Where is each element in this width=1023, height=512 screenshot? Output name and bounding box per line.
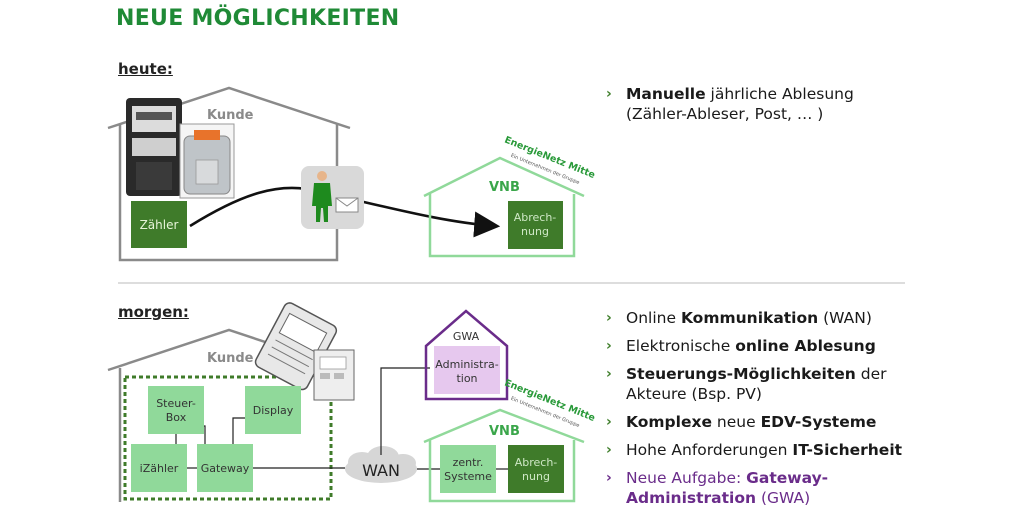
billing-box-tomorrow [508,445,564,493]
house-vnb-today: VNB [423,156,585,258]
billing-box-label-today: Abrech-nung [514,211,557,238]
display-box [245,386,301,434]
section-today-label: heute: [118,60,173,78]
central-systems-box [440,445,496,493]
house-customer-label-tomorrow: Kunde [207,351,254,366]
bullet-chevron-icon: › [606,442,612,458]
bullet-chevron-icon: › [606,338,612,354]
smart-home-boundary [123,375,333,501]
bullet-chevron-icon: › [606,310,612,326]
bullet-chevron-icon: › [606,366,612,382]
house-gwa-label: GWA [453,330,480,343]
bullet-chevron-icon: › [606,86,612,102]
wan-connections [380,367,508,470]
section-tomorrow-label: morgen: [118,303,189,321]
internal-connections [175,417,345,469]
bullet-chevron-icon: › [606,470,612,486]
meter-reader-icon [301,166,364,229]
ismeter-box-label: iZähler [140,462,179,475]
administration-box-label: Administra-tion [435,358,498,385]
central-systems-box-label: zentr.Systeme [444,456,492,483]
gateway-box-label: Gateway [201,462,250,475]
house-vnb-tomorrow: VNB [423,408,585,503]
ismeter-box [131,444,187,492]
meter-box-label: Zähler [140,218,179,232]
administration-box [434,346,500,394]
billing-box-today [508,201,563,249]
house-vnb-label-tomorrow: VNB [489,424,520,439]
control-box [148,386,204,434]
bullet-chevron-icon: › [606,414,612,430]
gateway-box [197,444,253,492]
electricity-meter-icon [126,98,182,196]
meter-box [131,201,187,248]
gateway-device-icon [313,349,355,401]
display-box-label: Display [253,404,294,417]
billing-box-label-tomorrow: Abrech-nung [515,456,558,483]
house-vnb-label: VNB [489,180,520,195]
house-gwa: GWA [424,309,509,401]
gas-meter-icon [179,123,235,199]
house-customer-label: Kunde [207,108,254,123]
wan-cloud-icon [345,446,417,483]
control-box-label: Steuer-Box [156,397,196,424]
wan-label: WAN [362,461,400,480]
page-title: NEUE MÖGLICHKEITEN [116,6,400,31]
